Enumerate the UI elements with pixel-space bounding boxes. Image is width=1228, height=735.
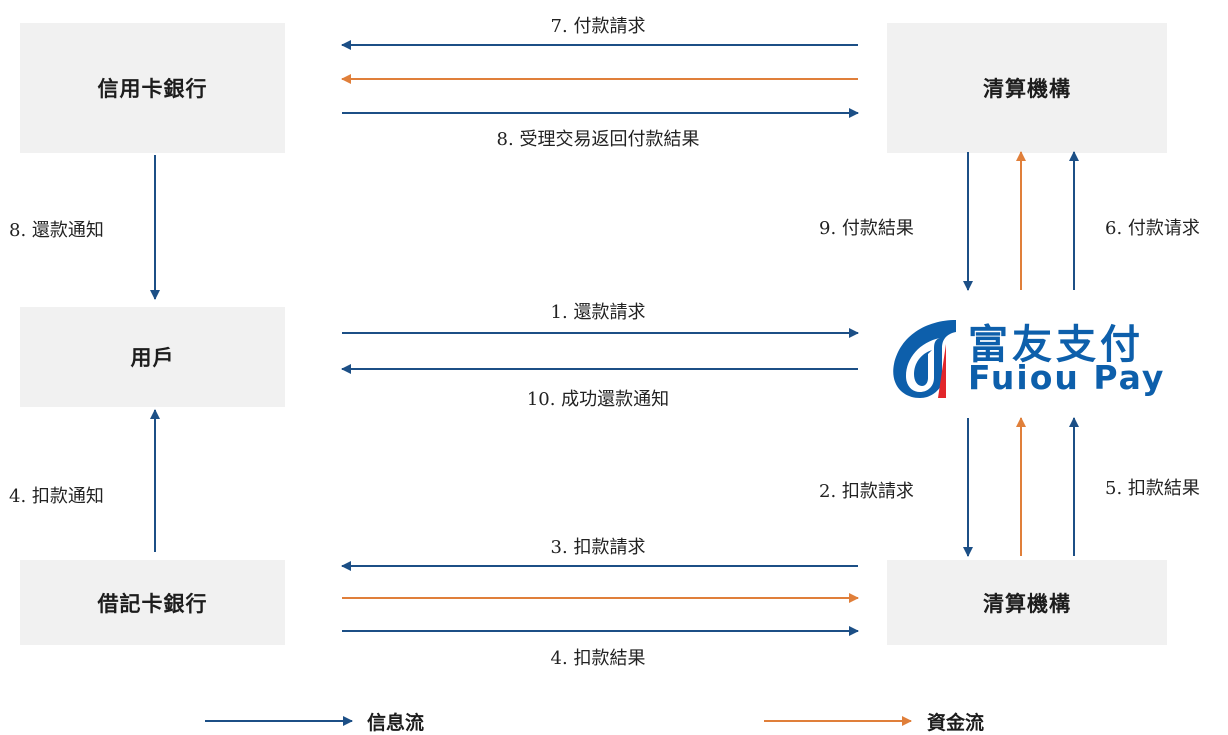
legend-info-label: 信息流 bbox=[367, 712, 425, 734]
label-3-debit-request: 3. 扣款請求 bbox=[550, 537, 646, 558]
fuiou-leaf-icon bbox=[893, 320, 956, 398]
user-box: 用戶 bbox=[20, 307, 285, 407]
legend-funds-label: 資金流 bbox=[927, 712, 985, 734]
label-8-accept-result: 8. 受理交易返回付款結果 bbox=[496, 129, 700, 150]
fuiou-pay-logo: 富友支付 Fuiou Pay bbox=[886, 314, 1166, 400]
credit-card-bank-box: 信用卡銀行 bbox=[20, 23, 285, 153]
clearing-institution-bottom-box: 清算機構 bbox=[887, 560, 1167, 645]
logo-name-cn: 富友支付 bbox=[968, 322, 1144, 368]
label-8-repayment-notice: 8. 還款通知 bbox=[9, 220, 104, 241]
logo-name-en: Fuiou Pay bbox=[968, 358, 1166, 397]
label-9-payment-result: 9. 付款結果 bbox=[819, 218, 914, 239]
label-1-repayment-request: 1. 還款請求 bbox=[550, 302, 646, 323]
label-6-payment-request: 6. 付款请求 bbox=[1105, 218, 1200, 239]
label-7-payment-request: 7. 付款請求 bbox=[550, 16, 646, 37]
label-4-debit-result: 4. 扣款結果 bbox=[550, 648, 646, 669]
label-10-success-notice: 10. 成功還款通知 bbox=[526, 389, 670, 410]
debit-card-bank-box: 借記卡銀行 bbox=[20, 560, 285, 645]
label-5-debit-result: 5. 扣款結果 bbox=[1105, 478, 1200, 499]
label-2-debit-request: 2. 扣款請求 bbox=[819, 481, 914, 502]
clearing-institution-top-box: 清算機構 bbox=[887, 23, 1167, 153]
label-4-debit-notice: 4. 扣款通知 bbox=[9, 486, 104, 507]
